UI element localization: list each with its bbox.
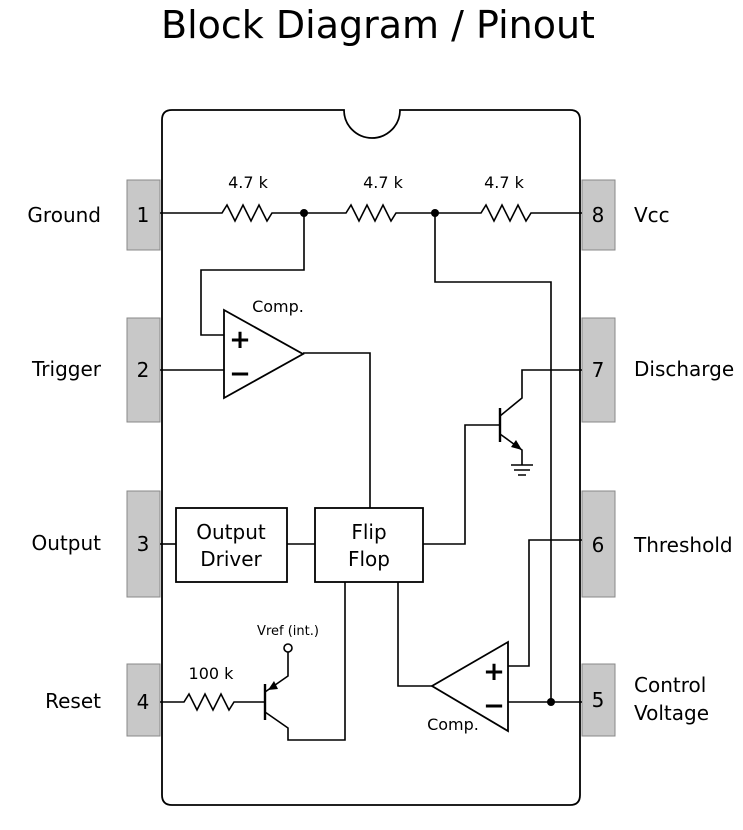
resistor-divider [160, 203, 582, 223]
flip-flop-block: Flip Flop [314, 507, 424, 583]
comparator-bottom: + − [430, 640, 509, 733]
svg-text:Flip: Flip [351, 520, 386, 544]
svg-text:7: 7 [592, 358, 605, 382]
svg-text:Flop: Flop [348, 547, 390, 571]
svg-text:3: 3 [137, 532, 150, 556]
svg-text:Driver: Driver [200, 547, 262, 571]
comparator-top-plus: + [229, 325, 251, 355]
resistor-3-label: 4.7 k [484, 173, 525, 192]
svg-text:8: 8 [592, 203, 605, 227]
svg-text:2: 2 [137, 358, 150, 382]
comparator-bottom-label: Comp. [427, 715, 479, 734]
pin-4: 4 Reset [45, 663, 161, 737]
pin-5-label-line1: Control [634, 673, 706, 697]
vref-label: Vref (int.) [257, 624, 319, 639]
comparator-bottom-plus: + [483, 657, 505, 687]
pin-5-label-line2: Voltage [634, 701, 709, 725]
svg-text:4: 4 [137, 690, 150, 714]
pin-8-label: Vcc [634, 203, 670, 227]
ic-body [161, 109, 581, 806]
discharge-transistor [423, 369, 582, 545]
reset-resistor-label: 100 k [189, 664, 235, 683]
page-title: Block Diagram / Pinout [161, 3, 595, 47]
comparator-bottom-minus: − [483, 691, 505, 721]
svg-text:6: 6 [592, 533, 605, 557]
comparator-top: + − [223, 308, 305, 400]
reset-circuit [160, 582, 346, 741]
pin-2: 2 Trigger [31, 317, 161, 423]
svg-text:1: 1 [137, 203, 150, 227]
pin-4-label: Reset [45, 689, 101, 713]
output-driver-block: Output Driver [175, 507, 288, 583]
comparator-top-minus: − [229, 359, 251, 389]
pin-8: 8 Vcc [581, 179, 670, 251]
pin-1: 1 Ground [27, 179, 161, 251]
pin-7-label: Discharge [634, 357, 734, 381]
pin-3-label: Output [32, 531, 102, 555]
pin-2-label: Trigger [31, 357, 102, 381]
pin-1-label: Ground [27, 203, 101, 227]
pin-6-label: Threshold [633, 533, 733, 557]
pin-7: 7 Discharge [581, 317, 734, 423]
resistor-2-label: 4.7 k [363, 173, 404, 192]
pin-5: 5 Control Voltage [581, 663, 709, 737]
comparator-top-label: Comp. [252, 297, 304, 316]
pin-6: 6 Threshold [581, 490, 733, 598]
svg-text:Output: Output [196, 520, 266, 544]
svg-text:5: 5 [592, 688, 605, 712]
resistor-1-label: 4.7 k [228, 173, 269, 192]
pin-3: 3 Output [32, 490, 161, 598]
